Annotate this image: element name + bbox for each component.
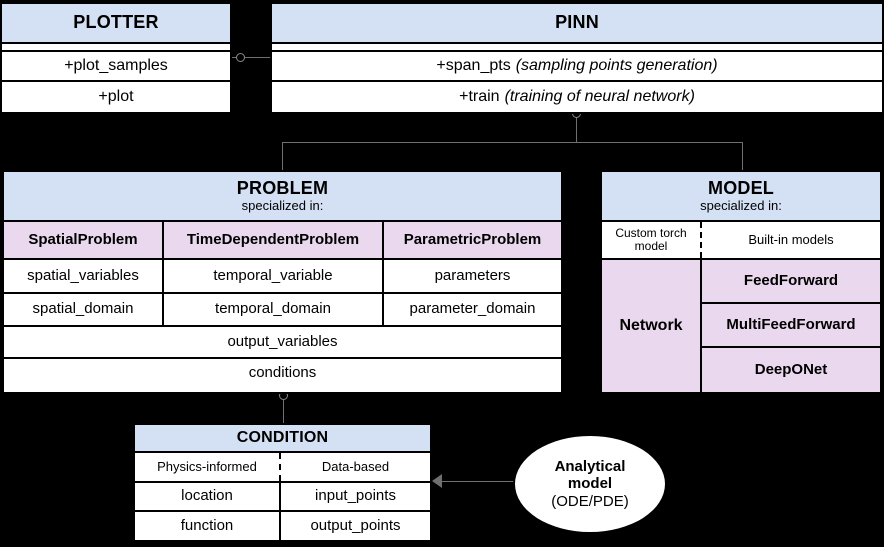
plotter-method-row-1[interactable]: +plot <box>2 82 230 112</box>
problem-specialization-timedependent[interactable]: TimeDependentProblem <box>164 222 384 258</box>
plotter-header: PLOTTER <box>2 4 230 44</box>
condition-attr-location: location <box>135 483 281 510</box>
arrowhead-icon <box>432 474 442 488</box>
model-builtin-multifeedforward[interactable]: MultiFeedForward <box>702 304 880 348</box>
condition-attr-input-points: input_points <box>281 483 430 510</box>
connector-bus-to-model <box>742 142 743 171</box>
problem-attr-parameters: parameters <box>384 260 561 292</box>
plotter-method-name-0: +plot_samples <box>64 57 168 74</box>
analytical-model-line3: (ODE/PDE) <box>551 492 629 510</box>
condition-attr-output-points: output_points <box>281 512 430 540</box>
problem-title: PROBLEM <box>236 178 329 199</box>
pinn-method-note-0: (sampling points generation) <box>515 57 718 74</box>
model-builtin-deeponet[interactable]: DeepONet <box>702 348 880 392</box>
condition-attr-function: function <box>135 512 281 540</box>
problem-attr-temporal-variable: temporal_variable <box>164 260 384 292</box>
connector-plotter-pinn <box>232 57 270 58</box>
connector-bus-horizontal <box>282 142 743 143</box>
problem-attr-spatial-domain: spatial_domain <box>4 294 164 325</box>
model-category-row: Custom torch model Built-in models <box>602 222 880 260</box>
model-entries-area: Network FeedForward MultiFeedForward Dee… <box>602 260 880 392</box>
model-entry-network[interactable]: Network <box>602 260 702 392</box>
pinn-header: PINN <box>272 4 882 44</box>
model-category-custom-torch-model: Custom torch model <box>602 222 702 258</box>
model-title: MODEL <box>708 178 774 199</box>
problem-attribute-row-0: spatial_variables temporal_variable para… <box>4 260 561 294</box>
plotter-method-row-0[interactable]: +plot_samples <box>2 52 230 82</box>
problem-attr-temporal-domain: temporal_domain <box>164 294 384 325</box>
connector-pinn-stem <box>576 112 577 143</box>
pinn-method-note-1: (training of neural network) <box>504 88 695 105</box>
problem-header: PROBLEM specialized in: <box>4 172 561 222</box>
plotter-method-name-1: +plot <box>98 88 134 105</box>
pinn-method-name-0: +span_pts <box>436 57 511 74</box>
problem-subtitle: specialized in: <box>241 197 324 213</box>
condition-category-row: Physics-informed Data-based <box>135 453 430 483</box>
model-builtin-list: FeedForward MultiFeedForward DeepONet <box>702 260 880 392</box>
model-subtitle: specialized in: <box>700 197 782 213</box>
pinn-method-row-1[interactable]: +train (training of neural network) <box>272 82 882 112</box>
problem-specialization-parametric[interactable]: ParametricProblem <box>384 222 561 258</box>
analytical-model-node[interactable]: Analytical model (ODE/PDE) <box>513 434 667 534</box>
problem-shared-conditions: conditions <box>4 359 561 388</box>
plotter-title: PLOTTER <box>73 12 159 33</box>
problem-specialization-spatial[interactable]: SpatialProblem <box>4 222 164 258</box>
class-box-condition[interactable]: CONDITION Physics-informed Data-based lo… <box>133 423 432 542</box>
condition-title: CONDITION <box>236 429 329 447</box>
condition-row-1: function output_points <box>135 512 430 540</box>
problem-attr-spatial-variables: spatial_variables <box>4 260 164 292</box>
connector-endpoint-circle-plotter <box>236 53 245 62</box>
condition-category-physics-informed: Physics-informed <box>135 453 281 481</box>
connector-analytical-to-condition <box>434 481 516 482</box>
problem-attribute-row-1: spatial_domain temporal_domain parameter… <box>4 294 561 327</box>
pinn-method-name-1: +train <box>459 88 500 105</box>
problem-specialization-row: SpatialProblem TimeDependentProblem Para… <box>4 222 561 260</box>
condition-row-0: location input_points <box>135 483 430 512</box>
problem-attr-parameter-domain: parameter_domain <box>384 294 561 325</box>
class-box-plotter[interactable]: PLOTTER +plot_samples +plot <box>0 2 232 114</box>
class-box-problem[interactable]: PROBLEM specialized in: SpatialProblem T… <box>2 170 563 394</box>
connector-bus-to-problem <box>282 142 283 171</box>
class-box-pinn[interactable]: PINN +span_pts (sampling points generati… <box>270 2 884 114</box>
condition-category-data-based: Data-based <box>281 453 430 481</box>
model-header: MODEL specialized in: <box>602 172 880 222</box>
pinn-method-row-0[interactable]: +span_pts (sampling points generation) <box>272 52 882 82</box>
pinn-title: PINN <box>555 12 599 33</box>
plotter-attributes-compartment <box>2 44 230 52</box>
analytical-model-line2: model <box>567 475 613 493</box>
condition-header: CONDITION <box>135 425 430 453</box>
connector-problem-condition <box>283 394 284 424</box>
pinn-attributes-compartment <box>272 44 882 52</box>
class-box-model[interactable]: MODEL specialized in: Custom torch model… <box>600 170 882 394</box>
analytical-model-line1: Analytical <box>554 458 626 476</box>
model-category-builtin-models: Built-in models <box>702 222 880 258</box>
model-builtin-feedforward[interactable]: FeedForward <box>702 260 880 304</box>
problem-shared-output-variables: output_variables <box>4 327 561 359</box>
